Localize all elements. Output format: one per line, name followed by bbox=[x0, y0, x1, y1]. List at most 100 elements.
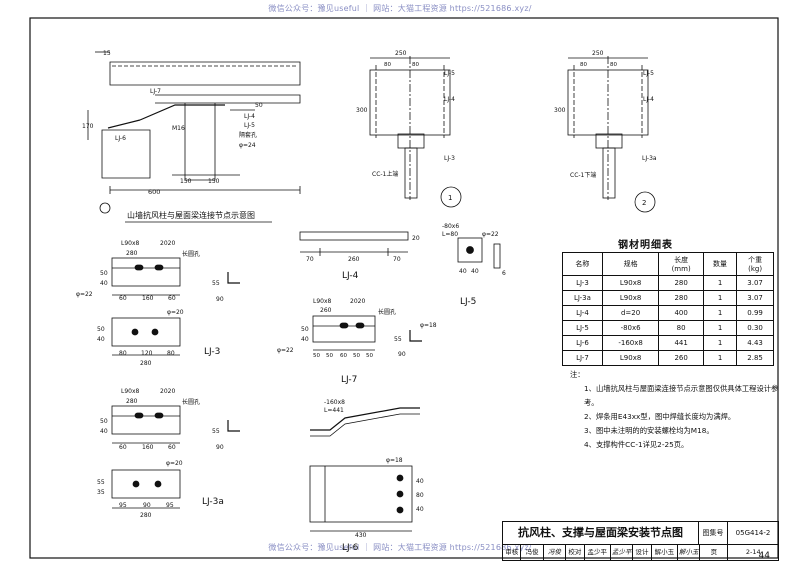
overview-tag-dia: φ=24 bbox=[239, 142, 256, 149]
overview-dim-600: 600 bbox=[148, 188, 160, 196]
lj7-dia2: φ=18 bbox=[420, 322, 437, 329]
role-review: 审核 bbox=[503, 545, 522, 560]
bom-header-spec: 规格 bbox=[601, 252, 660, 276]
node1-tag-lj4: LJ-4 bbox=[444, 96, 455, 103]
bom-cell: 441 bbox=[658, 335, 704, 351]
overview-dim-150b: 150 bbox=[208, 178, 220, 185]
bom-cell: 280 bbox=[658, 275, 704, 291]
node1-dim-80a: 80 bbox=[384, 62, 391, 68]
sheet-border bbox=[29, 17, 779, 559]
lj3-bottom-dim-a: 80 bbox=[119, 350, 127, 357]
overview-dim-50: 50 bbox=[255, 102, 263, 109]
atlas-label: 图集号 bbox=[699, 522, 728, 545]
bom-cell: 1 bbox=[702, 275, 738, 291]
lj7-detail bbox=[312, 315, 422, 351]
watermark-top: 微信公众号：豫见useful ｜ 网站：大猫工程资源 https://52168… bbox=[268, 4, 532, 13]
lj3a-side-a: 55 bbox=[212, 428, 220, 435]
designer-name: 解小玉 bbox=[652, 545, 678, 560]
lj3a-v-b: 40 bbox=[100, 428, 108, 435]
lj3-v-b: 40 bbox=[100, 280, 108, 287]
bom-cell: 3.07 bbox=[736, 290, 774, 306]
bom-header-length: 长度 (mm) bbox=[658, 252, 704, 276]
role-check: 校对 bbox=[566, 545, 585, 560]
lj7-dim-e: 50 bbox=[366, 353, 373, 359]
overview-tag-lj7: LJ-7 bbox=[150, 88, 161, 95]
page-label: 页 bbox=[700, 545, 729, 560]
node1-tag-lj3: LJ-3 bbox=[444, 155, 455, 162]
lj3a-bottom-dim-b: 90 bbox=[143, 502, 151, 509]
node1-tag-cc1: CC-1上端 bbox=[372, 170, 398, 178]
lj7-dim-c: 60 bbox=[340, 353, 347, 359]
lj3a-side-b: 90 bbox=[216, 444, 224, 451]
bom-cell: 3.07 bbox=[736, 275, 774, 291]
lj6-detail bbox=[309, 407, 420, 532]
lj3-bottom-v-b: 40 bbox=[97, 336, 105, 343]
lj7-dia: φ=22 bbox=[277, 347, 294, 354]
title-block: 抗风柱、支撑与屋面梁安装节点图 图集号 05G414-2 审核 冯俊 冯俊 校对… bbox=[502, 521, 779, 561]
note-item: 4、支撑构件CC-1详见2-25页。 bbox=[584, 440, 689, 449]
node1-dim-300: 300 bbox=[356, 107, 368, 114]
bom-cell: 0.99 bbox=[736, 305, 774, 321]
lj5-dim-b: 40 bbox=[471, 268, 479, 275]
lj7-label: LJ-7 bbox=[341, 375, 357, 385]
lj3a-bottom-total: 280 bbox=[140, 512, 152, 519]
bom-cell: LJ-7 bbox=[562, 350, 603, 366]
lj6-v-a: 40 bbox=[416, 478, 424, 485]
node2-detail bbox=[567, 56, 656, 213]
notes-block: 注： 1、山墙抗风柱与屋面梁连接节点示意图仅供具体工程设计参考。 2、焊条用E4… bbox=[570, 368, 780, 452]
overview-tag-lj5: LJ-5 bbox=[244, 122, 255, 129]
page-code: 2-14 bbox=[745, 548, 761, 556]
lj5-section: -80x6 bbox=[442, 223, 459, 230]
lj5-label: LJ-5 bbox=[460, 297, 476, 307]
bom-cell: 1 bbox=[702, 335, 738, 351]
bom-header-qty: 数量 bbox=[702, 252, 738, 276]
lj7-side-b: 90 bbox=[398, 351, 406, 358]
lj7-v-b: 40 bbox=[301, 336, 309, 343]
lj6-dia: φ=18 bbox=[386, 457, 403, 464]
lj3a-len: 280 bbox=[126, 398, 138, 405]
lj4-dim-a: 70 bbox=[306, 256, 314, 263]
signature-row: 审核 冯俊 冯俊 校对 孟少平 孟少平 设计 解小玉 解小玉 页 2-14 bbox=[503, 545, 778, 560]
node2-circle: 2 bbox=[642, 199, 646, 207]
lj3-bottom-total: 280 bbox=[140, 360, 152, 367]
lj3a-v-a: 50 bbox=[100, 418, 108, 425]
lj3-bottom-v-a: 50 bbox=[97, 326, 105, 333]
node1-dim-80b: 80 bbox=[412, 62, 419, 68]
bom-cell: 280 bbox=[658, 290, 704, 306]
node2-tag-lj5: LJ-5 bbox=[643, 70, 654, 77]
lj3-bottom-dim-b: 120 bbox=[141, 350, 153, 357]
bom-cell: L90x8 bbox=[601, 275, 660, 291]
lj7-len: 260 bbox=[320, 307, 332, 314]
reviewer-signature: 冯俊 bbox=[544, 545, 567, 560]
lj4-detail bbox=[299, 231, 409, 256]
lj3a-section: L90x8 bbox=[121, 388, 140, 395]
lj5-detail bbox=[457, 237, 501, 269]
atlas-number: 05G414-2 bbox=[728, 522, 778, 545]
overview-dim-15: 15 bbox=[103, 50, 111, 57]
bom-cell: LJ-3 bbox=[562, 275, 603, 291]
lj3-dim-a: 60 bbox=[119, 295, 127, 302]
lj3a-dim-c: 60 bbox=[168, 444, 176, 451]
bom-cell: 2.85 bbox=[736, 350, 774, 366]
lj3-dia: φ=22 bbox=[76, 291, 93, 298]
lj3a-bottom-dim-a: 95 bbox=[119, 502, 127, 509]
lj3a-detail bbox=[111, 405, 240, 509]
page-number: 44 bbox=[758, 551, 770, 561]
bom-cell: 400 bbox=[658, 305, 704, 321]
overview-tag-lj6: LJ-6 bbox=[115, 135, 126, 142]
notes-heading: 注： bbox=[570, 370, 585, 379]
lj3-holes: 2020 bbox=[160, 240, 175, 247]
note-item: 2、焊条用E43xx型，图中焊缝长度均为满焊。 bbox=[584, 412, 736, 421]
lj4-label: LJ-4 bbox=[342, 271, 359, 281]
lj3-dim-c: 60 bbox=[168, 295, 176, 302]
bom-cell: L90x8 bbox=[601, 350, 660, 366]
lj6-label: LJ-6 bbox=[342, 543, 359, 553]
bom-cell: 260 bbox=[658, 350, 704, 366]
drawing-title: 抗风柱、支撑与屋面梁安装节点图 bbox=[503, 522, 699, 545]
bom-cell: 0.30 bbox=[736, 320, 774, 336]
